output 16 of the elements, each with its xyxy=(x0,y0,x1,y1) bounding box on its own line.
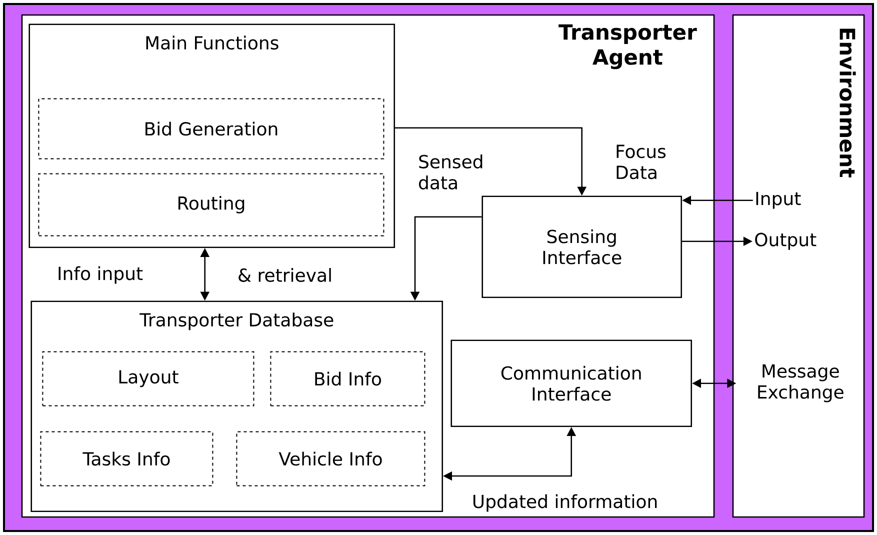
io-label: Input xyxy=(756,192,801,209)
edge-label: Updated information xyxy=(473,494,657,512)
edge-label: Info input xyxy=(58,266,143,284)
edge-label: Focus Data xyxy=(616,144,666,180)
component-box: Routing xyxy=(38,173,384,236)
component-box: Bid Info xyxy=(270,351,426,406)
component-box: Layout xyxy=(42,351,254,406)
io-label: Output xyxy=(755,232,816,250)
interface-box: Communication Interface xyxy=(450,340,692,427)
edge-label: Sensed data xyxy=(419,154,482,190)
component-box: Tasks Info xyxy=(40,431,214,486)
component-box: Vehicle Info xyxy=(236,431,426,486)
io-label: Message Exchange xyxy=(758,364,844,402)
interface-box: Sensing Interface xyxy=(482,196,682,298)
component-box: Bid Generation xyxy=(38,98,384,160)
note-label: & retrieval xyxy=(238,268,331,282)
